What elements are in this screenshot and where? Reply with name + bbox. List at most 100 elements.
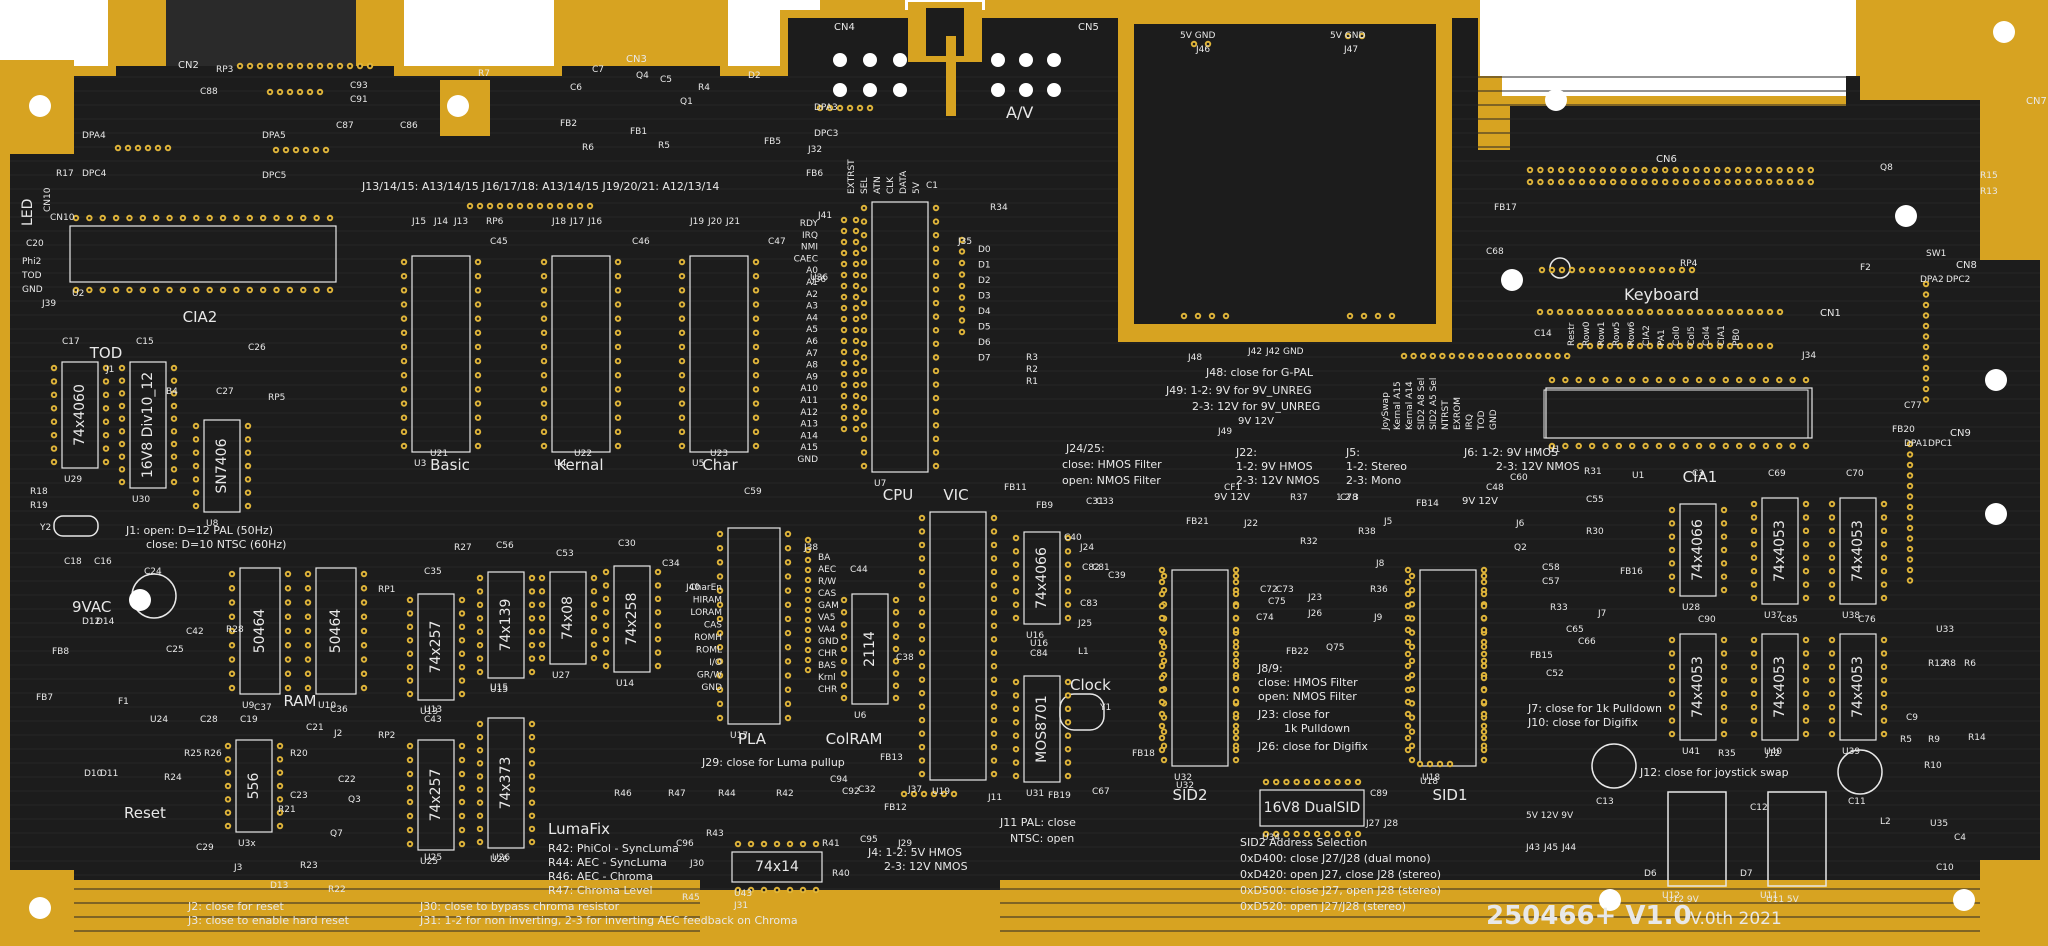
pad-hole	[1482, 688, 1486, 692]
pad-hole	[960, 261, 964, 265]
pad-hole	[478, 603, 482, 607]
pad-hole	[530, 814, 534, 818]
ref-designator: R6	[582, 143, 594, 153]
sid-addr-pin-label: Kernal A15	[1393, 381, 1403, 430]
pad-hole	[1482, 640, 1486, 644]
ic-ref: U5	[692, 459, 704, 469]
cia1-outline	[1543, 389, 1809, 439]
pad-hole	[754, 388, 758, 391]
pad-hole	[680, 274, 684, 278]
pad-hole	[1830, 596, 1834, 600]
ref-designator: C58	[1542, 563, 1560, 573]
pad-hole	[1715, 168, 1719, 172]
ref-designator: C28	[200, 715, 218, 725]
pad-hole	[1778, 180, 1781, 184]
ref-designator: FB19	[1048, 791, 1071, 801]
pad-hole	[1697, 378, 1701, 382]
pad-hole	[1066, 774, 1070, 778]
pad-hole	[1410, 603, 1414, 606]
pad-hole	[680, 260, 684, 264]
pad-hole	[1528, 180, 1532, 184]
pin-label: A1	[806, 278, 818, 288]
ref-designator: DPC1	[1928, 439, 1952, 449]
pad-hole	[1598, 344, 1602, 348]
ref-designator: C6	[570, 83, 582, 93]
ref-designator: FB21	[1186, 517, 1209, 527]
pad-hole	[814, 842, 818, 846]
pad-hole	[1410, 730, 1414, 733]
pad-hole	[1799, 168, 1802, 172]
pad-hole	[1924, 366, 1928, 370]
jumper-note: J23: close for	[1257, 708, 1330, 721]
ref-designator: R35	[1718, 749, 1736, 759]
pad-hole	[1695, 168, 1698, 172]
ic-part-label: 16V8 DualSID	[1264, 800, 1361, 816]
pin-label: Krnl	[818, 673, 836, 683]
pad-hole	[146, 146, 150, 150]
pad-hole	[1406, 748, 1410, 752]
pad-hole	[1908, 526, 1912, 530]
ic-outline	[411, 255, 471, 453]
pad-hole	[362, 601, 366, 604]
pad-hole	[806, 558, 810, 562]
pad-hole	[1724, 444, 1728, 448]
pad-hole	[1882, 502, 1886, 506]
pad-hole	[1570, 168, 1573, 172]
pad-hole	[1601, 180, 1605, 184]
pad-hole	[530, 576, 534, 580]
pad-hole	[104, 406, 108, 410]
pad-hole	[116, 146, 120, 150]
pad-hole	[246, 451, 250, 454]
pad-hole	[1549, 180, 1553, 184]
pad-hole	[1482, 588, 1486, 592]
pad-hole	[278, 824, 282, 828]
ref-designator: R31	[1584, 467, 1602, 477]
pad-hole	[920, 745, 924, 749]
pad-hole	[568, 204, 572, 208]
pad-hole	[368, 64, 372, 68]
pad-hole	[1578, 344, 1582, 348]
pad-hole	[1406, 724, 1410, 728]
ref-designator: J42	[1247, 347, 1262, 357]
ref-designator: R7	[478, 69, 490, 79]
ic-ref: U26	[490, 855, 508, 865]
pad-hole	[1684, 168, 1688, 172]
pad-hole	[992, 664, 996, 668]
pad-hole	[476, 260, 480, 264]
pad-hole	[478, 630, 482, 634]
pad-hole	[848, 106, 852, 110]
ref-designator: C55	[1586, 495, 1604, 505]
serial-pin-label: CLK	[886, 176, 896, 194]
ref-designator: C5	[660, 75, 672, 85]
pad-hole	[616, 303, 620, 306]
pad-hole	[952, 792, 956, 796]
mounting-hole	[1953, 889, 1975, 911]
pad-hole	[1162, 659, 1166, 663]
pad-hole	[362, 615, 366, 619]
pad-hole	[592, 576, 596, 580]
pad-hole	[286, 658, 290, 661]
pad-hole	[1482, 645, 1486, 649]
av-connector-hole	[833, 53, 847, 67]
pin-label: A4	[806, 313, 818, 323]
pad-hole	[1715, 180, 1719, 184]
pad-hole	[934, 274, 938, 278]
jumper-note: NTSC: open	[1010, 832, 1074, 845]
ic-part-label: SN7406	[214, 438, 230, 493]
pad-hole	[1591, 180, 1594, 184]
pad-hole	[1540, 268, 1544, 272]
ic-u13	[417, 593, 455, 701]
pin-label: CAEC	[794, 254, 818, 264]
ic-outline	[203, 419, 241, 513]
pad-hole	[230, 586, 234, 590]
pad-hole	[1410, 758, 1414, 762]
jumper-note: 0xD420: open J27, close J28 (stereo)	[1240, 868, 1441, 881]
pad-hole	[530, 775, 534, 778]
pad-hole	[318, 90, 322, 94]
ic-u3	[411, 255, 471, 453]
keyboard-pin-label: Col4	[1702, 326, 1712, 346]
pad-hole	[1830, 638, 1834, 642]
ref-designator: R36	[1370, 585, 1388, 595]
pad-hole	[530, 827, 534, 831]
jumper-note: J24/25:	[1065, 442, 1105, 455]
